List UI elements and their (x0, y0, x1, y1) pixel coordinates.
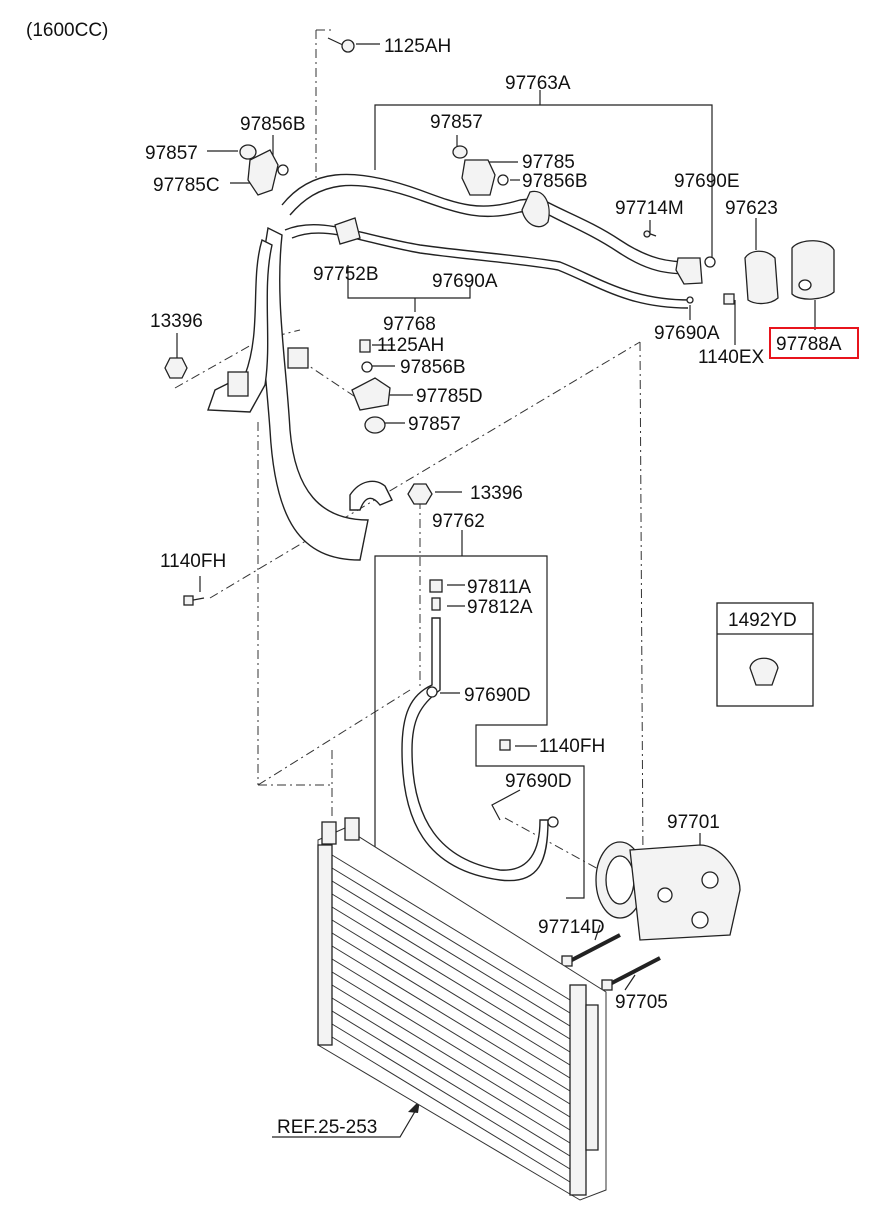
condenser-fin (331, 958, 571, 1105)
label-97690D-top: 97690D (464, 685, 531, 706)
condenser-fin (331, 984, 571, 1131)
label-97762: 97762 (432, 511, 485, 532)
bolt-1140FH-left (183, 595, 205, 606)
condenser-fin (331, 906, 571, 1053)
label-97690D-low: 97690D (505, 771, 572, 792)
condenser-fin (331, 997, 571, 1144)
label-97690A-right: 97690A (654, 323, 720, 344)
label-97768: 97768 (383, 314, 436, 335)
condenser-fin (331, 1010, 571, 1157)
label-1140FH-left: 1140FH (160, 551, 226, 572)
label-97714D: 97714D (538, 917, 605, 938)
label-97856B-left: 97856B (240, 114, 306, 135)
label-97785C: 97785C (153, 175, 220, 196)
label-97857-low: 97857 (408, 414, 461, 435)
label-97785-mid: 97785 (522, 152, 575, 173)
condenser (317, 817, 607, 1201)
label-13396-center: 13396 (470, 483, 523, 504)
label-97690A-top: 97690A (432, 271, 498, 292)
condenser-fin (331, 1023, 571, 1170)
highlight-box-97788A (769, 327, 859, 359)
label-13396-left: 13396 (150, 311, 203, 332)
label-1125AH-top: 1125AH (384, 36, 451, 57)
refrigerant-hoses (207, 173, 691, 882)
pressure-switch-covers (744, 240, 835, 305)
fasteners-and-fittings (164, 37, 735, 991)
condenser-fin (331, 945, 571, 1092)
part-labels: (1600CC) 1125AH 97763A 97856B 97857 9778… (26, 20, 842, 1138)
bolt-97714D (561, 933, 621, 967)
label-97763A: 97763A (505, 73, 571, 94)
condenser-fin (331, 854, 571, 1001)
label-97856B-mid: 97856B (522, 171, 588, 192)
label-97857-mid: 97857 (430, 112, 483, 133)
label-97701: 97701 (667, 812, 720, 833)
clip-1492YD-box (716, 602, 814, 707)
bolt-97705 (601, 956, 661, 991)
engine-label: (1600CC) (26, 20, 108, 41)
condenser-fin (331, 919, 571, 1066)
bolt-1140FH-right (499, 739, 511, 751)
label-97856B-low: 97856B (400, 357, 466, 378)
condenser-fin (331, 893, 571, 1040)
label-97752B: 97752B (313, 264, 379, 285)
bolt-1125AH-top (327, 37, 355, 53)
ac-compressor (595, 841, 741, 941)
label-ref-25-253: REF.25-253 (277, 1117, 377, 1138)
condenser-fin (331, 1036, 571, 1183)
label-1125AH-mid: 1125AH (377, 335, 444, 356)
label-97812A: 97812A (467, 597, 533, 618)
label-97714M: 97714M (615, 198, 684, 219)
label-97857-left: 97857 (145, 143, 198, 164)
label-97690E: 97690E (674, 171, 740, 192)
condenser-fin (331, 867, 571, 1014)
label-97785D: 97785D (416, 386, 483, 407)
label-97623: 97623 (725, 198, 778, 219)
label-1140EX: 1140EX (698, 347, 765, 368)
label-1140FH-right: 1140FH (539, 736, 605, 757)
condenser-fin (331, 932, 571, 1079)
label-97788A: 97788A (776, 334, 842, 355)
condenser-fin (331, 880, 571, 1027)
label-1492YD: 1492YD (728, 610, 797, 631)
label-97705: 97705 (615, 992, 668, 1013)
condenser-fin (331, 971, 571, 1118)
label-97811A: 97811A (467, 577, 531, 598)
